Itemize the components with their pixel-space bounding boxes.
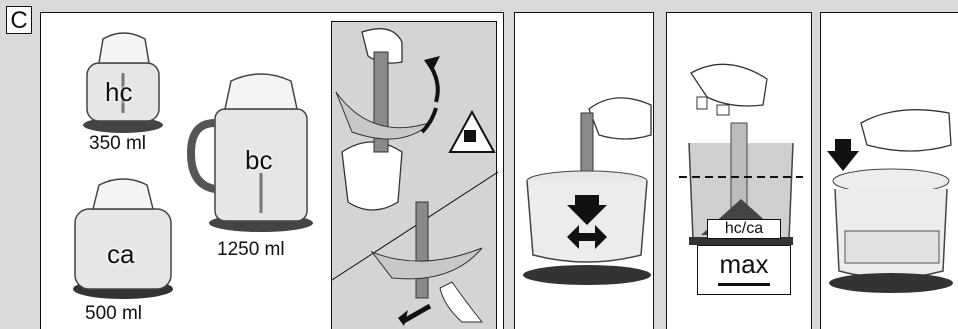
insert-blade-illustration	[515, 13, 654, 329]
bc-capacity: 1250 ml	[217, 239, 285, 261]
press-lid-illustration	[821, 13, 958, 329]
max-underline	[718, 283, 770, 286]
bc-tag: bc	[245, 145, 272, 176]
press-lid-panel	[820, 12, 958, 329]
ca-tag: ca	[107, 239, 134, 270]
section-label: C	[6, 6, 32, 34]
arrow-down-icon	[827, 139, 859, 171]
hc-capacity: 350 ml	[89, 133, 146, 155]
fill-max-panel: hc/ca max	[666, 12, 812, 329]
blade-handling-illustration	[332, 22, 498, 329]
max-label-box: max	[697, 245, 791, 295]
insert-blade-panel	[514, 12, 654, 329]
blade-warning-icon	[450, 112, 494, 152]
hc-tag: hc	[105, 77, 132, 108]
max-label: max	[719, 249, 768, 279]
blade-handling-subpanel	[331, 21, 497, 329]
ca-capacity: 500 ml	[85, 303, 142, 325]
containers-panel: hc 350 ml bc 1250 ml ca 500 ml	[40, 12, 504, 329]
level-box: hc/ca	[707, 219, 781, 239]
